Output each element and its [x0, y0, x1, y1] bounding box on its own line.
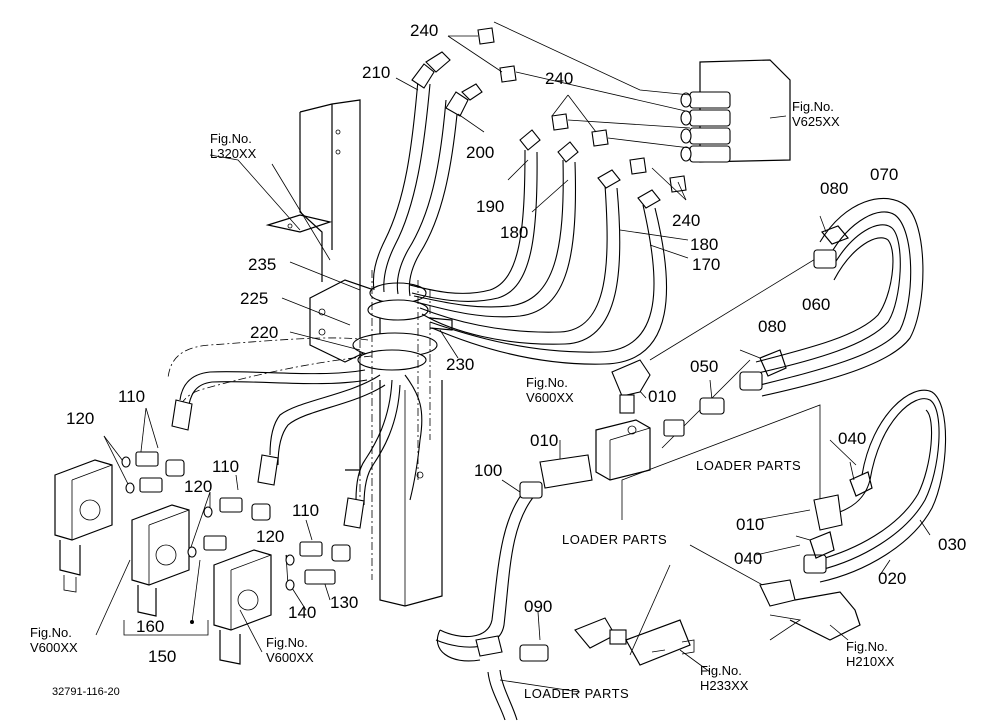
nipples-240: [477, 27, 687, 193]
callout-130: 130: [330, 593, 359, 612]
callout-060: 060: [802, 295, 831, 314]
callout-225: 225: [240, 289, 269, 308]
callout-160: 160: [136, 617, 165, 636]
callout-240-mid: 240: [545, 69, 574, 88]
callout-010-top: 010: [648, 387, 677, 406]
hose-clamps: [352, 282, 453, 371]
callout-200: 200: [466, 143, 495, 162]
loader-parts-note-mid: LOADER PARTS: [562, 532, 668, 547]
callout-090: 090: [524, 597, 553, 616]
callout-050: 050: [690, 357, 719, 376]
fig-ref-v600-left: Fig.No. V600XX: [30, 625, 78, 656]
callout-040-top: 040: [838, 429, 867, 448]
fittings-090: [519, 617, 695, 666]
callout-100: 100: [474, 461, 503, 480]
callout-080-top: 080: [820, 179, 849, 198]
right-hoses: [739, 197, 947, 641]
fig-ref-v625: Fig.No. V625XX: [792, 99, 840, 130]
callout-110-mid: 110: [212, 457, 240, 476]
fig-ref-code: V600XX: [526, 389, 574, 405]
frame-bracket: [265, 99, 361, 471]
fig-ref-label: Fig.No.: [526, 375, 568, 390]
middle-hoses: [409, 129, 668, 365]
callout-190: 190: [476, 197, 505, 216]
callout-240-right: 240: [672, 211, 701, 230]
fig-ref-v600-right: Fig.No. V600XX: [266, 635, 314, 666]
fig-ref-code: L320XX: [210, 145, 257, 161]
callout-030: 030: [938, 535, 967, 554]
callout-230: 230: [446, 355, 475, 374]
lower-hoses: [171, 369, 423, 529]
fig-ref-label: Fig.No.: [210, 131, 252, 146]
callout-180-left: 180: [500, 223, 529, 242]
callout-240-top: 240: [410, 21, 439, 40]
callout-180-right: 180: [690, 235, 719, 254]
fig-ref-label: Fig.No.: [266, 635, 308, 650]
callout-170: 170: [692, 255, 721, 274]
loader-block: [539, 359, 725, 489]
fig-ref-h210: Fig.No. H210XX: [846, 639, 895, 670]
callout-150: 150: [148, 647, 177, 666]
callout-140: 140: [288, 603, 317, 622]
fig-ref-h233: Fig.No. H233XX: [700, 663, 749, 694]
fig-ref-code: V600XX: [30, 639, 78, 655]
callout-210: 210: [362, 63, 391, 82]
callout-110-left: 110: [118, 387, 146, 406]
valve-fittings: [121, 451, 351, 591]
callout-120-right: 120: [256, 527, 285, 546]
vertical-post: [379, 380, 443, 607]
callout-110-right: 110: [292, 501, 320, 520]
callout-235: 235: [248, 255, 277, 274]
fig-ref-label: Fig.No.: [700, 663, 742, 678]
hose-100: [435, 481, 543, 721]
loader-parts-note-bottom: LOADER PARTS: [524, 686, 630, 701]
callout-220: 220: [250, 323, 279, 342]
clamps-080-040: [739, 215, 873, 559]
callout-010-mid: 010: [530, 431, 559, 450]
callout-120-left: 120: [66, 409, 95, 428]
fig-ref-code: H210XX: [846, 653, 895, 669]
document-number: 32791-116-20: [52, 686, 120, 698]
upper-hoses: [372, 51, 483, 297]
fig-ref-code: H233XX: [700, 677, 749, 693]
callout-010-bottom: 010: [736, 515, 765, 534]
fig-ref-v600-block: Fig.No. V600XX: [526, 375, 574, 406]
callout-080-mid: 080: [758, 317, 787, 336]
callout-070: 070: [870, 165, 899, 184]
fig-ref-code: V625XX: [792, 113, 840, 129]
loader-parts-note-right: LOADER PARTS: [696, 458, 802, 473]
fig-ref-label: Fig.No.: [846, 639, 888, 654]
couplers: [680, 59, 791, 163]
fig-ref-code: V600XX: [266, 649, 314, 665]
callout-040-bottom: 040: [734, 549, 763, 568]
fig-ref-label: Fig.No.: [792, 99, 834, 114]
fig-ref-label: Fig.No.: [30, 625, 72, 640]
control-valves: [54, 459, 272, 665]
fig-ref-l320: Fig.No. L320XX: [210, 131, 257, 162]
callout-020: 020: [878, 569, 907, 588]
callout-120-mid: 120: [184, 477, 213, 496]
